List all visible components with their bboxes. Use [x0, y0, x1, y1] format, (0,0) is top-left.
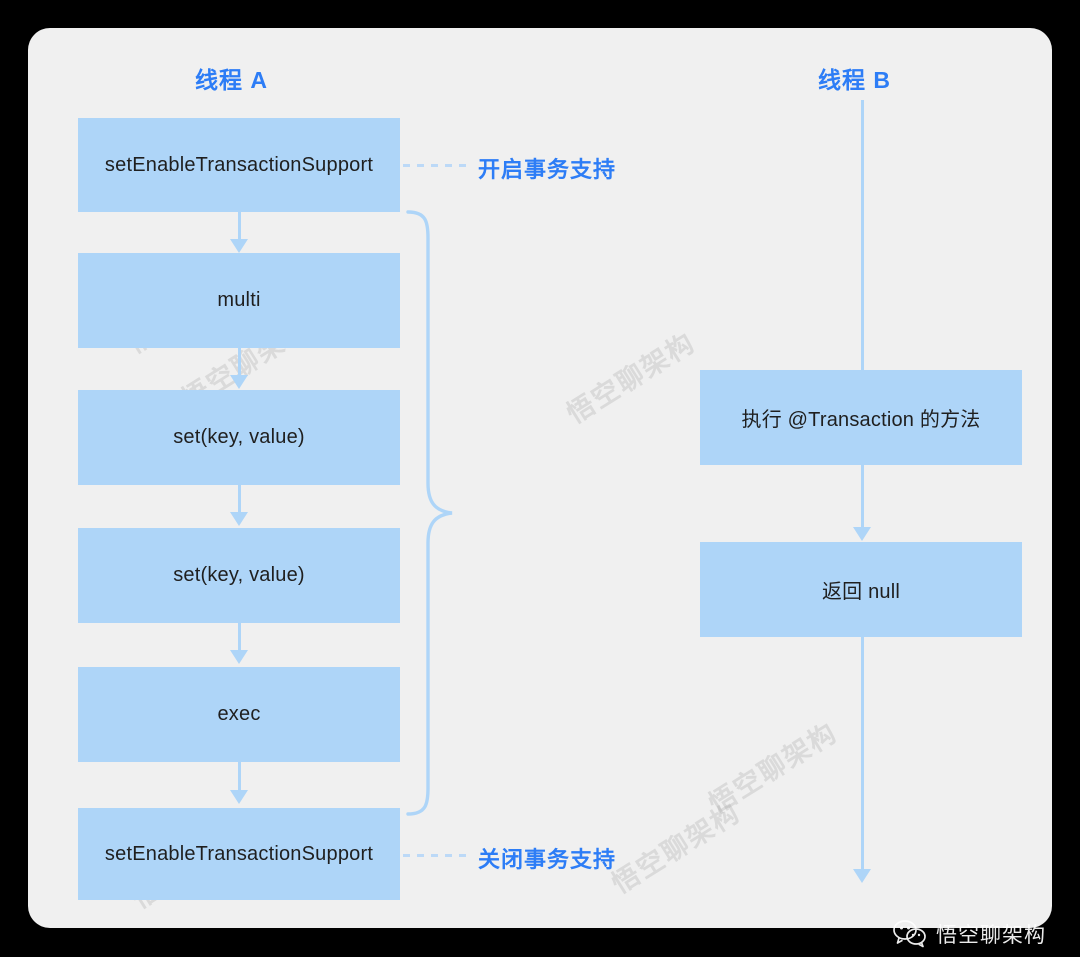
arrow-head-icon	[230, 375, 248, 389]
column-title-thread-b: 线程 B	[818, 67, 891, 93]
column-title-thread-a: 线程 A	[195, 67, 268, 93]
watermark: 悟空聊架构	[703, 717, 843, 820]
node-multi[interactable]: multi	[78, 253, 400, 348]
connector-line	[238, 762, 241, 790]
leader-line-disable-tx	[403, 854, 471, 857]
arrow-head-icon	[853, 527, 871, 541]
watermark: 悟空聊架构	[606, 797, 746, 900]
diagram-panel: 悟空聊架构 悟空聊架构 悟空聊架构 悟空聊架构 悟空聊架构 悟空聊架构 线程 A…	[28, 28, 1052, 928]
connector-line-thread-b-start	[861, 100, 864, 370]
node-set-key-value-1[interactable]: set(key, value)	[78, 390, 400, 485]
annotation-disable-transaction-support: 关闭事务支持	[478, 847, 617, 872]
arrow-head-icon	[853, 869, 871, 883]
arrow-head-icon	[230, 790, 248, 804]
node-set-enable-transaction-support-off[interactable]: setEnableTransactionSupport	[78, 808, 400, 900]
node-exec[interactable]: exec	[78, 667, 400, 762]
node-return-null[interactable]: 返回 null	[700, 542, 1022, 637]
connector-line	[238, 623, 241, 650]
account-name: 悟空聊架构	[936, 924, 1046, 947]
connector-line	[238, 485, 241, 512]
connector-line	[861, 465, 864, 527]
arrow-head-icon	[230, 650, 248, 664]
connector-line	[238, 348, 241, 375]
annotation-enable-transaction-support: 开启事务支持	[478, 157, 617, 182]
connector-line	[238, 212, 241, 239]
node-set-key-value-2[interactable]: set(key, value)	[78, 528, 400, 623]
wechat-icon	[893, 920, 927, 948]
leader-line-enable-tx	[403, 164, 471, 167]
node-execute-transaction-method[interactable]: 执行 @Transaction 的方法	[700, 370, 1022, 465]
account-badge: 悟空聊架构	[893, 919, 1046, 949]
watermark: 悟空聊架构	[561, 327, 701, 430]
node-set-enable-transaction-support-on[interactable]: setEnableTransactionSupport	[78, 118, 400, 212]
arrow-head-icon	[230, 239, 248, 253]
arrow-head-icon	[230, 512, 248, 526]
grouping-brace-icon	[406, 210, 453, 816]
connector-line	[861, 637, 864, 869]
